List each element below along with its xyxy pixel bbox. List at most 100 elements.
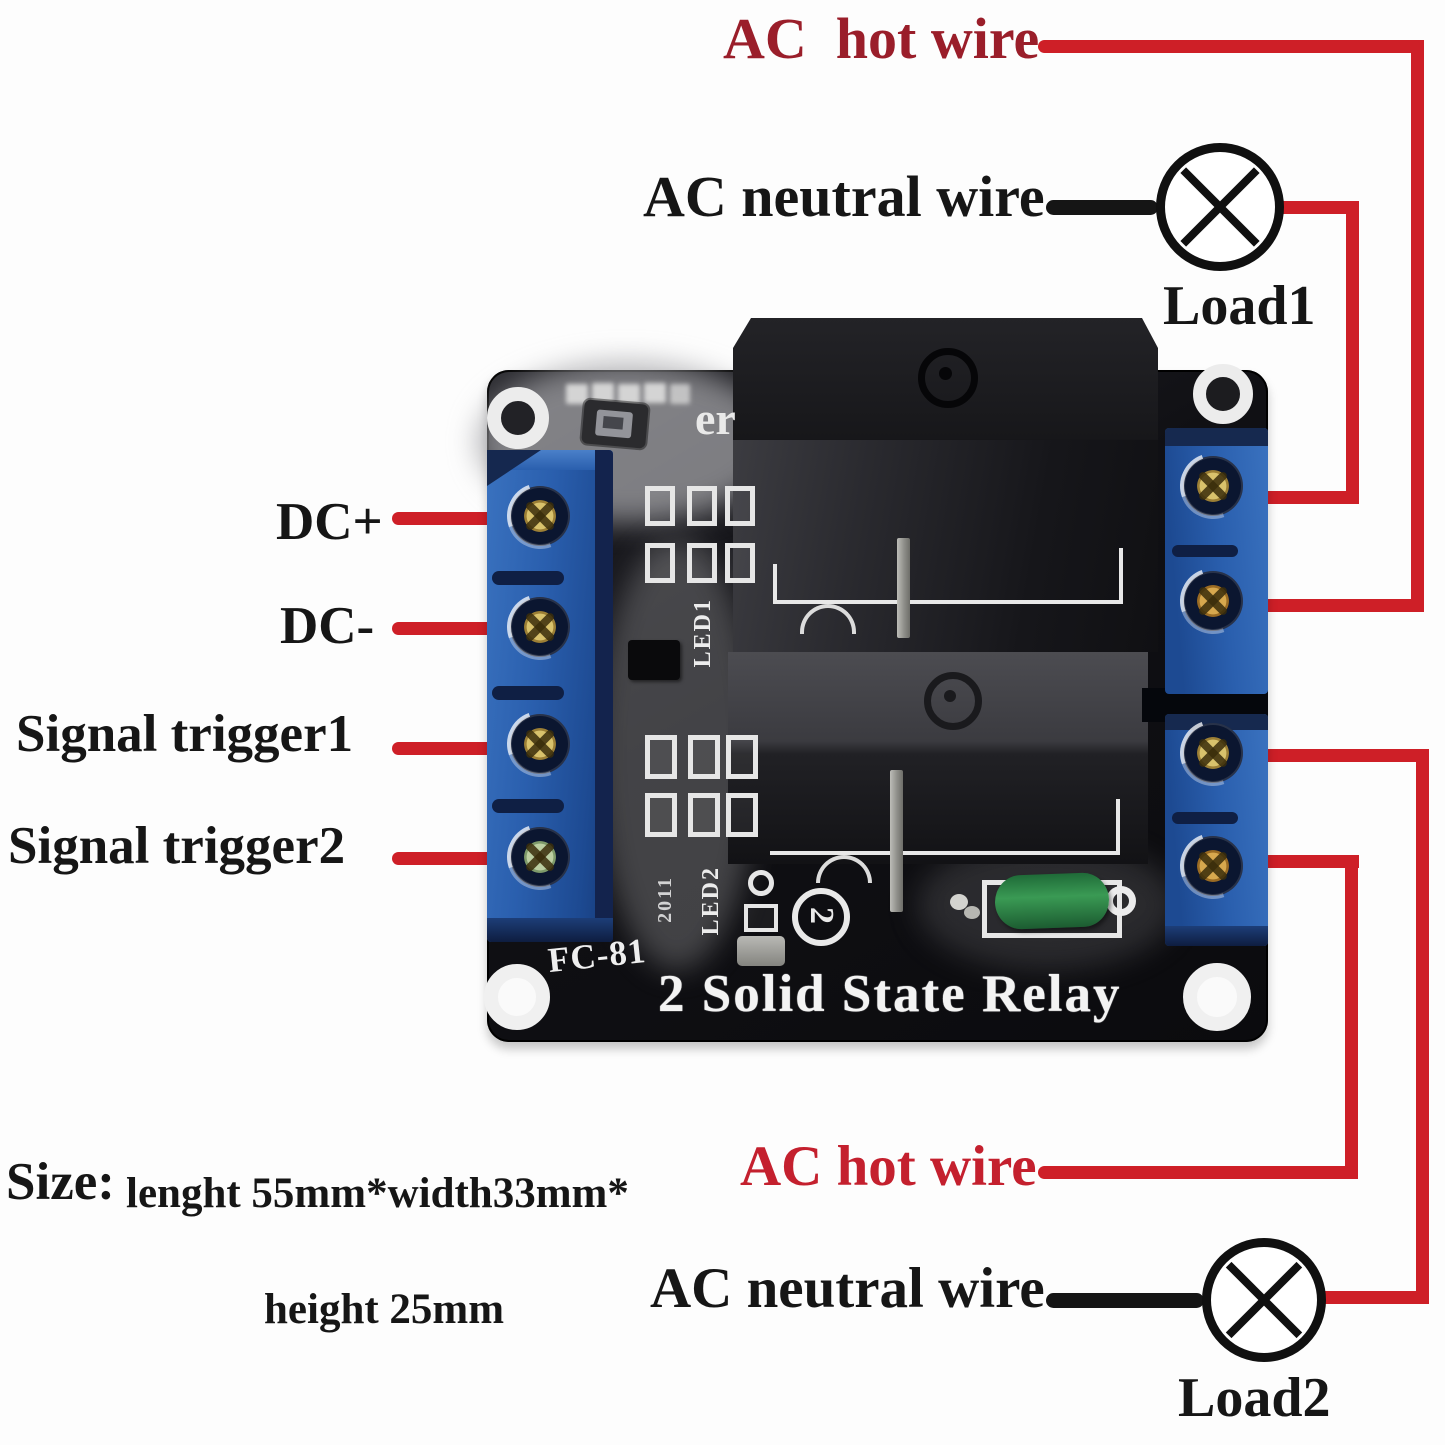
screw-trigger1 [510, 714, 570, 774]
terminal-top-face [1165, 428, 1268, 446]
load1-label: Load1 [1163, 275, 1316, 337]
channel-count-badge: 2 [792, 888, 850, 946]
load2-label: Load2 [1178, 1367, 1331, 1429]
channel-count-text: 2 [803, 906, 840, 924]
date-code-silkscreen: 2011 [654, 876, 676, 923]
resistor-lead-wire [964, 906, 980, 919]
screw-terminal1 [1183, 456, 1243, 516]
green-resistor [994, 872, 1110, 930]
screw-trigger2 [510, 827, 570, 887]
ac-hot-wire-top-label: AC hot wire [723, 6, 1040, 71]
mounting-hole-bottom-right [1183, 963, 1251, 1031]
smd-footprint [645, 486, 675, 526]
size-line1: lenght 55mm*width33mm* [126, 1170, 629, 1217]
smd-footprint [687, 543, 717, 583]
relay2-swirl-mark [924, 672, 982, 730]
resistor-lead-wire [950, 894, 968, 910]
solid-state-relay-2 [728, 652, 1148, 864]
silkscreen-bracket2 [770, 851, 1120, 855]
wire-ac-hot-bottom [1038, 1166, 1358, 1179]
relay1-swirl-mark [918, 348, 978, 408]
terminal-bottom-lip [487, 918, 613, 942]
silkscreen-bracket1 [773, 600, 1123, 604]
smd-footprint [726, 793, 758, 837]
load1-lamp-icon [1156, 143, 1284, 271]
chinese-silkscreen-marking [566, 384, 588, 404]
wire-ac-hot-top-horizontal [1038, 40, 1424, 53]
led1-silkscreen-label: LED1 [690, 598, 716, 668]
wire-ac-hot-top-to-terminal2 [1268, 599, 1424, 612]
relay1-body-shade [733, 440, 1158, 652]
terminal-divider-mark [492, 799, 564, 813]
dc-plus-label: DC+ [276, 493, 383, 551]
stub-trigger1 [392, 742, 514, 755]
dc-minus-label: DC- [280, 597, 375, 655]
led2-footprint-pad [744, 904, 778, 932]
smd-footprint [687, 486, 717, 526]
wire-terminal4-horizontal [1268, 855, 1359, 868]
smd-footprint [725, 486, 755, 526]
wire-ac-neutral-bottom [1046, 1293, 1204, 1308]
led2-silkscreen-label: LED2 [698, 866, 724, 936]
screw-terminal4 [1183, 836, 1243, 896]
mounting-hole-top-left [487, 387, 549, 449]
dark-smd-component [628, 640, 680, 680]
wire-ac-hot-top-vertical [1411, 40, 1424, 612]
screw-dc-plus [510, 486, 570, 546]
load2-lamp-icon [1202, 1238, 1326, 1362]
wire-terminal4-vertical [1345, 855, 1358, 1179]
terminal-divider-mark [492, 686, 564, 700]
chinese-silkscreen-marking [670, 384, 690, 404]
smd-footprint [645, 543, 675, 583]
relay1-swirl-dot [939, 367, 952, 380]
smd-footprint [645, 735, 677, 779]
terminal-bottom-lip [1165, 926, 1268, 946]
size-prefix: Size: [6, 1153, 115, 1211]
smd-footprint [645, 793, 677, 837]
chinese-silkscreen-marking [644, 383, 666, 403]
wire-ac-neutral-top [1046, 200, 1158, 215]
stub-trigger2 [392, 852, 514, 865]
smd-footprint [726, 735, 758, 779]
led2-footprint-circle [748, 870, 774, 896]
silkscreen-bracket1-right [1119, 548, 1123, 604]
relay2-lever-pin [890, 770, 903, 912]
wire-load1-to-terminal1 [1268, 491, 1359, 504]
smd-component-mark [602, 415, 624, 430]
wire-terminal3-vertical [1416, 749, 1429, 1304]
size-line2: height 25mm [264, 1286, 505, 1333]
mounting-hole-top-right [1193, 364, 1253, 424]
smd-footprint [688, 793, 720, 837]
silkscreen-bracket2-right [1116, 799, 1120, 855]
ac-neutral-wire-bottom-label: AC neutral wire [650, 1257, 1045, 1320]
stub-dc-minus [392, 622, 514, 635]
terminal-divider-mark [1172, 545, 1238, 557]
screw-dc-minus [510, 597, 570, 657]
smd-footprint [688, 735, 720, 779]
screw-terminal3 [1183, 723, 1243, 783]
relay-module-board: er [477, 370, 1268, 1042]
signal-trigger2-label: Signal trigger2 [8, 817, 346, 875]
terminal-divider-mark [492, 571, 564, 585]
chinese-silkscreen-marking [618, 384, 640, 404]
wire-terminal3-to-load2 [1324, 1291, 1429, 1304]
smd-component [581, 399, 649, 449]
smd-footprint [725, 543, 755, 583]
mounting-hole-bottom-left [484, 964, 550, 1030]
relay2-swirl-dot [944, 690, 956, 702]
led2-component-body [737, 936, 785, 966]
silkscreen-partial-text: er [695, 393, 736, 444]
screw-terminal2 [1183, 571, 1243, 631]
silkscreen-bracket1-left [773, 564, 777, 604]
relay1-lever-pin [897, 538, 910, 638]
wire-load1-vertical [1346, 201, 1359, 504]
terminal-side-face [595, 450, 613, 942]
ac-hot-wire-bottom-label: AC hot wire [740, 1135, 1037, 1198]
terminal-divider-mark [1172, 812, 1238, 824]
board-title-text: 2 Solid State Relay [658, 965, 1122, 1023]
wire-load1-to-right [1280, 201, 1354, 214]
ac-neutral-wire-top-label: AC neutral wire [643, 164, 1045, 229]
signal-trigger1-label: Signal trigger1 [16, 705, 354, 763]
resistor-lead-loop [1106, 886, 1136, 916]
